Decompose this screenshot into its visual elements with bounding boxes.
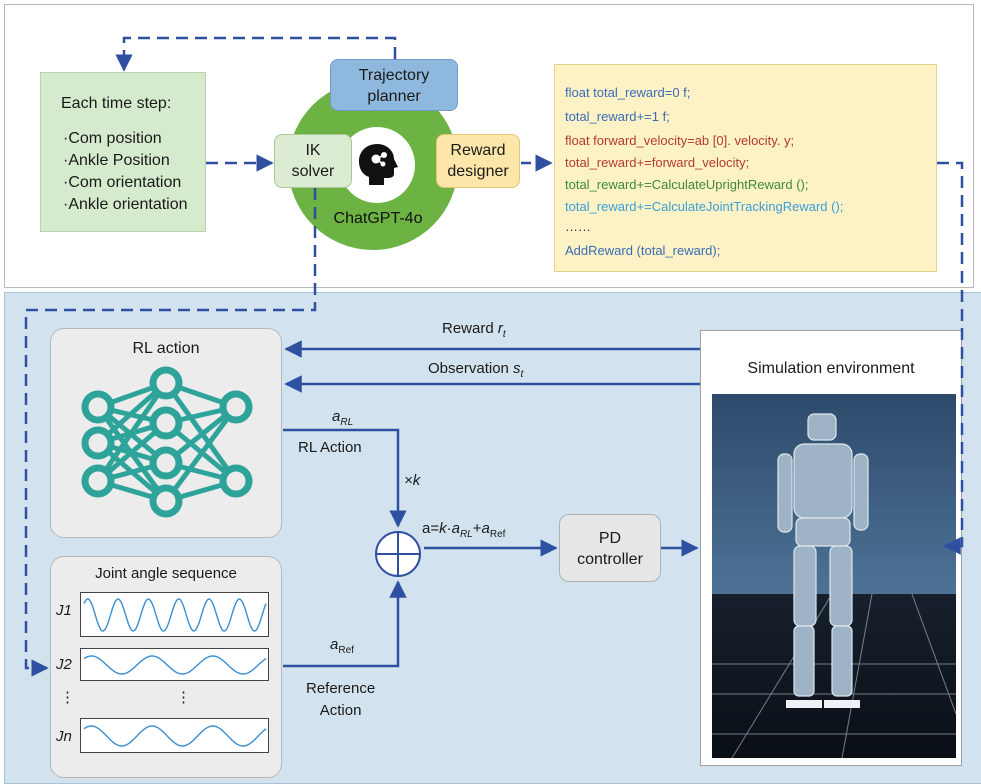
code-line: total_reward+=CalculateJointTrackingRewa… — [565, 199, 844, 214]
joint-label-j2: J2 — [56, 656, 72, 673]
j2-wave-plot — [80, 648, 269, 681]
code-line: total_reward+=1 f; — [565, 109, 670, 124]
chatgpt-label: ChatGPT-4o — [333, 210, 423, 227]
timestep-item: Com position — [63, 128, 188, 150]
rl-action-title: RL action — [132, 340, 200, 357]
reward-code-box: float total_reward=0 f; total_reward+=1 … — [554, 64, 937, 272]
reward-subscript: t — [502, 329, 506, 340]
observation-subscript: t — [520, 369, 524, 380]
simulation-scene-image — [712, 394, 956, 758]
trajectory-planner-line1: Trajectory — [358, 67, 430, 84]
timestep-list: Com position Ankle Position Com orientat… — [63, 128, 188, 216]
code-line: float forward_velocity=ab [0]. velocity.… — [565, 133, 795, 148]
ik-solver-line2: solver — [291, 163, 335, 180]
reward-designer-line1: Reward — [450, 142, 506, 159]
observation-symbol: s — [513, 360, 521, 377]
reward-designer-line2: designer — [447, 163, 509, 180]
reward-label: Reward rt — [442, 320, 506, 340]
jn-wave — [83, 725, 267, 747]
j1-wave-plot — [80, 592, 269, 637]
equation-label: a=k·aRL+aRef — [422, 520, 505, 540]
arrow-rl-action — [283, 428, 407, 528]
a-rl-label: aRL — [332, 408, 353, 428]
summing-junction-icon — [375, 531, 421, 577]
jn-wave-plot — [80, 718, 269, 753]
rl-action-label: RL Action — [298, 439, 362, 456]
reward-symbol: r — [497, 320, 503, 337]
trajectory-planner-line2: planner — [367, 88, 421, 105]
ik-solver-box: IK solver — [274, 134, 352, 188]
joint-angle-title: Joint angle sequence — [95, 565, 237, 582]
a-ref-subscript: Ref — [338, 645, 354, 656]
code-line: total_reward+=CalculateUprightReward (); — [565, 177, 809, 192]
joint-label-dots: ⋮ — [60, 689, 75, 706]
dashed-arrow-planner-to-timestep — [115, 36, 397, 72]
reward-text: Reward — [442, 320, 494, 337]
code-line: AddReward (total_reward); — [565, 243, 721, 258]
eq-a2: a — [481, 520, 490, 537]
observation-label: Observation st — [428, 360, 523, 380]
observation-text: Observation — [428, 360, 509, 377]
eq-k: k — [439, 520, 447, 537]
code-line: …… — [565, 219, 591, 234]
a-ref-label: aRef — [330, 636, 354, 656]
a-rl-symbol: a — [332, 408, 341, 425]
j1-wave — [83, 598, 267, 632]
trajectory-planner-box: Trajectory planner — [330, 59, 458, 111]
eq-a: a — [451, 520, 460, 537]
reference-action-label: Reference Action — [306, 678, 375, 722]
a-ref-symbol: a — [330, 636, 339, 653]
reward-designer-box: Reward designer — [436, 134, 520, 188]
j2-wave — [83, 655, 267, 675]
eq-rl: RL — [459, 529, 473, 540]
timestep-box: Each time step: Com position Ankle Posit… — [40, 72, 206, 232]
arrow-reference-action — [283, 580, 407, 668]
neural-network-icon — [81, 366, 253, 518]
eq-plus: + — [472, 520, 482, 537]
pd-controller-box: PD controller — [559, 514, 661, 582]
reference-action-line1: Reference — [306, 680, 376, 697]
dashed-arrow-ik-to-joint — [24, 188, 317, 677]
ik-solver-line1: IK — [305, 142, 321, 159]
times-k-label: ×k — [404, 472, 421, 489]
dashed-arrow-code-to-sim — [937, 161, 964, 555]
eq-dot: · — [446, 520, 452, 537]
joint-dots-middle: ⋮ — [176, 689, 191, 706]
eq-ref: Ref — [489, 529, 506, 540]
code-line: total_reward+=forward_velocity; — [565, 155, 750, 170]
head-brain-icon — [359, 144, 398, 185]
timestep-item: Com orientation — [63, 172, 188, 194]
eq-lhs: a= — [422, 520, 440, 537]
joint-label-j1: J1 — [56, 602, 72, 619]
pd-controller-line2: controller — [577, 551, 643, 568]
a-rl-subscript: RL — [340, 417, 354, 428]
reference-action-line2: Action — [319, 702, 362, 719]
timestep-item: Ankle Position — [63, 150, 188, 172]
joint-label-jn: Jn — [56, 728, 72, 745]
code-line: float total_reward=0 f; — [565, 85, 691, 100]
pd-controller-line1: PD — [598, 530, 622, 547]
timestep-item: Ankle orientation — [63, 194, 187, 216]
simulation-title: Simulation environment — [747, 360, 915, 377]
timestep-title: Each time step: — [61, 95, 172, 112]
